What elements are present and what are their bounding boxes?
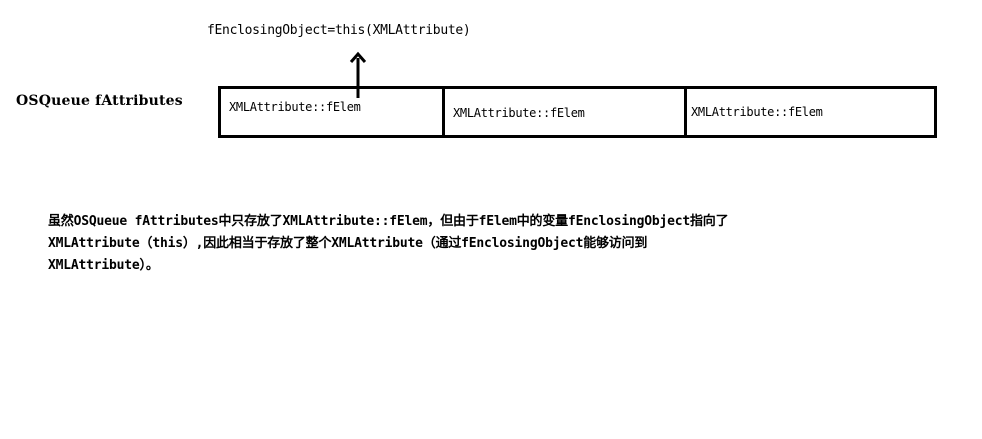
queue-cell-2: XMLAttribute::fElem [442, 89, 684, 135]
description-line-1: 虽然OSQueue fAttributes中只存放了XMLAttribute::… [48, 214, 729, 229]
queue-cell-1-label: XMLAttribute::fElem [229, 100, 361, 114]
description-line-2: XMLAttribute（this）,因此相当于存放了整个XMLAttribut… [48, 236, 648, 251]
description-paragraph: 虽然OSQueue fAttributes中只存放了XMLAttribute::… [48, 211, 948, 277]
up-arrow-icon [349, 51, 367, 98]
queue-container: XMLAttribute::fElem XMLAttribute::fElem … [218, 86, 937, 138]
queue-name-label: OSQueue fAttributes [16, 93, 183, 109]
queue-cell-3-label: XMLAttribute::fElem [691, 105, 823, 119]
enclosing-object-label: fEnclosingObject=this(XMLAttribute) [207, 23, 471, 38]
queue-cell-2-label: XMLAttribute::fElem [453, 106, 585, 120]
queue-cell-1: XMLAttribute::fElem [221, 89, 442, 135]
queue-cell-3: XMLAttribute::fElem [684, 89, 934, 135]
description-line-3: XMLAttribute）。 [48, 258, 159, 273]
